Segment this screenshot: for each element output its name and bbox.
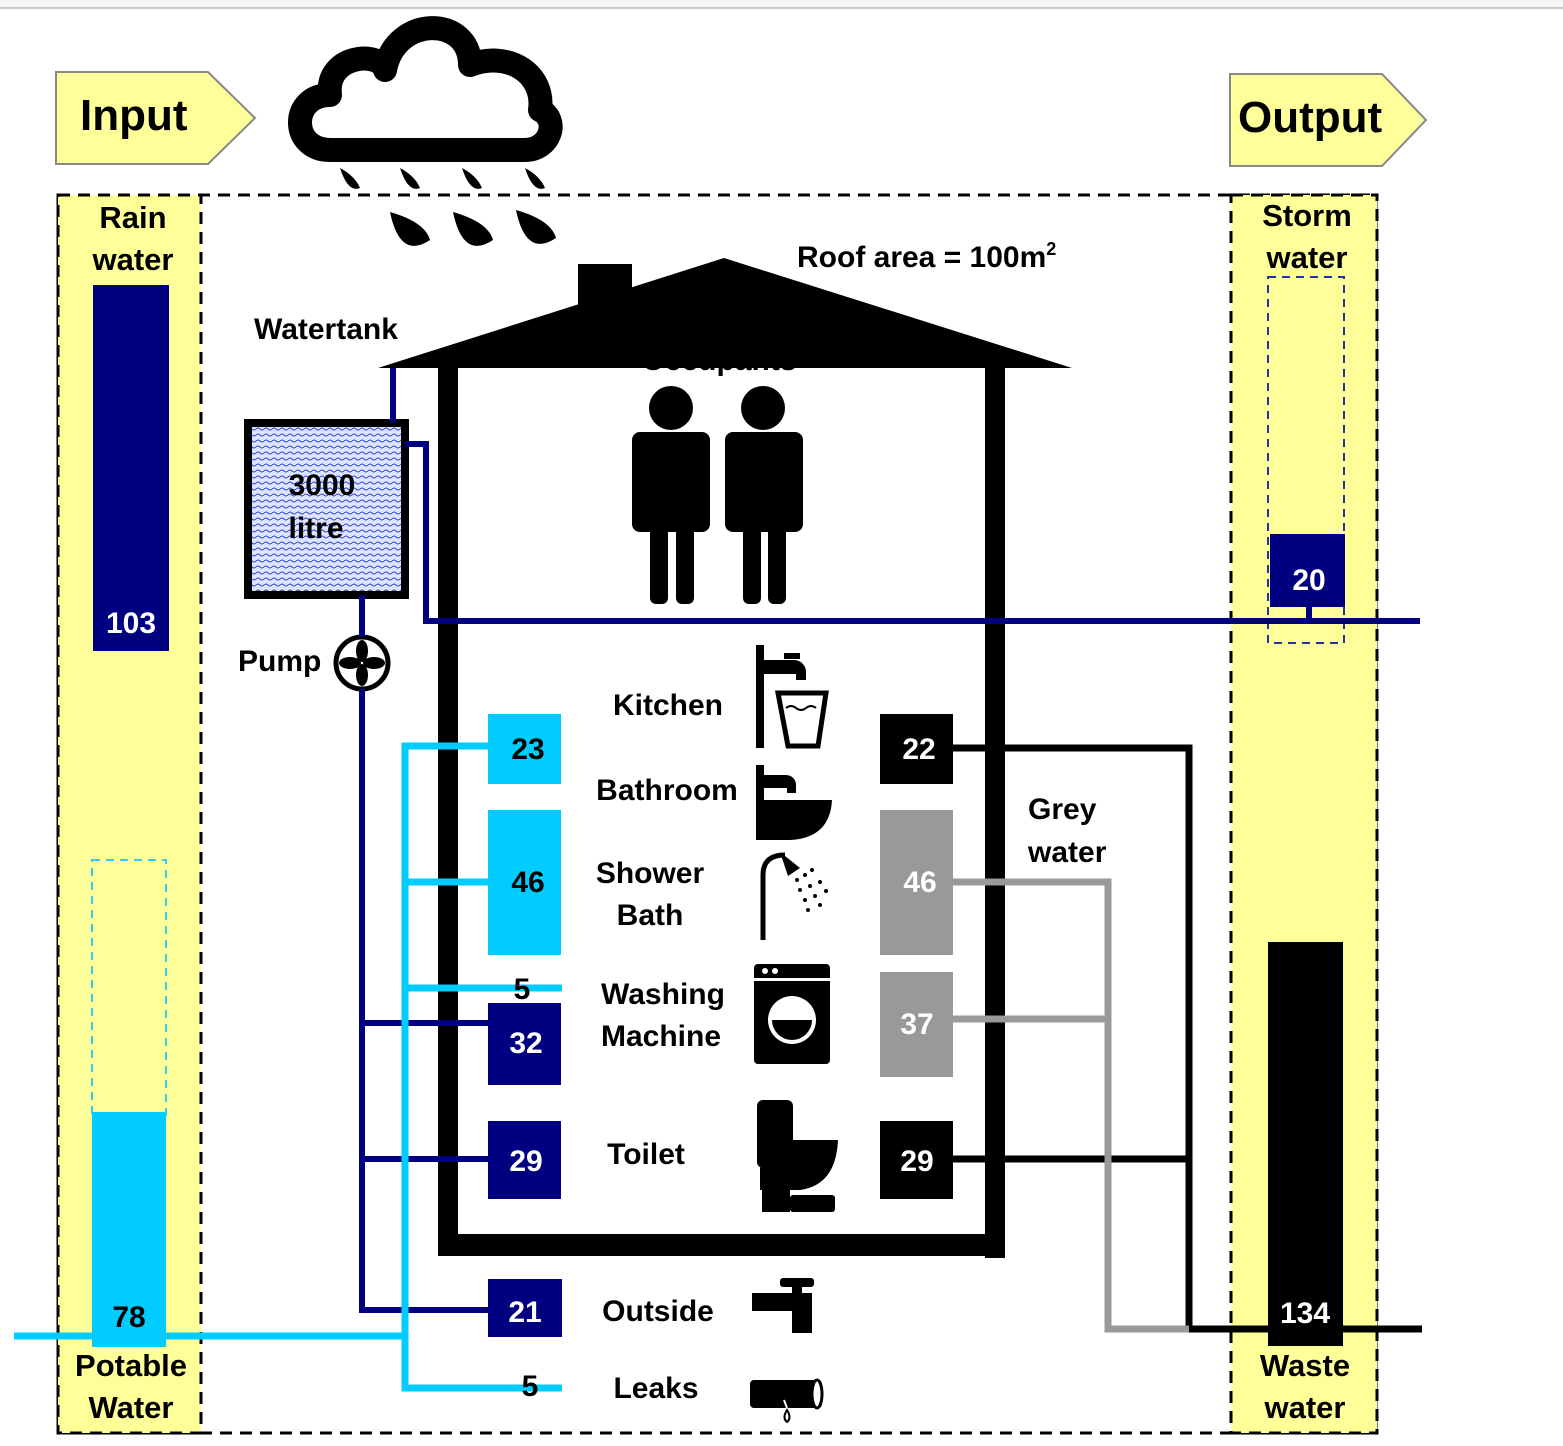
washing-potable-value: 5	[514, 973, 531, 1006]
storm-water-title-1: Storm	[1262, 198, 1352, 233]
input-arrow	[55, 71, 257, 165]
toilet-black-box	[880, 1121, 953, 1199]
rain-water-value: 103	[106, 607, 156, 640]
kitchen-bathroom-black-value: 22	[902, 733, 935, 766]
black-water-pipes	[952, 744, 1422, 1333]
leaks-potable-value: 5	[522, 1370, 539, 1403]
waste-water-bar	[1268, 942, 1343, 1346]
kitchen-label: Kitchen	[613, 689, 723, 722]
outside-rain-value: 21	[508, 1296, 541, 1329]
grey-water-pipes	[952, 878, 1189, 1333]
potable-water-value: 78	[112, 1301, 145, 1334]
washing-rain-value: 32	[509, 1027, 542, 1060]
shower-potable-value: 46	[511, 866, 544, 899]
house-outline	[378, 258, 1072, 1258]
grey-water-label-1: Grey	[1028, 793, 1097, 826]
rain-water-pipes	[359, 368, 1420, 1313]
shower-grey-value: 46	[903, 866, 936, 899]
storm-water-value: 20	[1292, 564, 1325, 597]
outside-tap-icon	[752, 1278, 814, 1333]
rain-water-title-1: Rain	[99, 200, 166, 235]
kitchen-bathroom-potable-value: 23	[511, 733, 544, 766]
input-label: Input	[80, 91, 188, 140]
rain-water-bar	[93, 285, 169, 651]
outside-label: Outside	[602, 1295, 714, 1328]
watertank-capacity-line-1: 3000	[289, 469, 356, 502]
potable-water-pipes	[14, 742, 562, 1392]
watertank-capacity-line-2: litre	[288, 512, 343, 545]
bathroom-sink-icon	[756, 765, 832, 840]
waste-water-title-2: water	[1264, 1390, 1346, 1425]
storm-water-capacity-outline	[1267, 276, 1345, 644]
leaking-pipe-icon	[750, 1378, 824, 1424]
occupants-icon	[632, 386, 803, 604]
washing-grey-value: 37	[900, 1008, 933, 1041]
pump-label: Pump	[238, 645, 321, 678]
roof-area-label: Roof area = 100m2	[797, 239, 1056, 274]
shower-label-1: Shower	[596, 857, 705, 890]
shower-label-2: Bath	[617, 899, 684, 932]
bathroom-label: Bathroom	[596, 774, 738, 807]
rain-water-title-2: water	[92, 242, 174, 277]
grey-water-label-2: water	[1027, 836, 1107, 869]
toilet-black-value: 29	[900, 1145, 933, 1178]
potable-water-title-2: Water	[89, 1390, 174, 1425]
waste-water-title-1: Waste	[1260, 1348, 1350, 1383]
washing-machine-label-1: Washing	[601, 978, 725, 1011]
toilet-rain-value: 29	[509, 1145, 542, 1178]
kitchen-bathroom-black-box	[880, 714, 953, 784]
output-label: Output	[1238, 93, 1383, 142]
output-arrow	[1229, 73, 1428, 167]
top-ruler	[0, 0, 1563, 8]
toilet-rain-box	[488, 1121, 561, 1199]
washing-rain-box	[488, 1003, 561, 1085]
shower-head-icon	[760, 852, 828, 940]
watertank	[244, 419, 409, 599]
potable-water-bar	[92, 1112, 166, 1347]
kitchen-bathroom-potable-box	[488, 714, 561, 784]
pump-icon	[333, 634, 391, 692]
rain-cloud-icon	[288, 16, 563, 246]
shower-potable-box	[488, 810, 561, 955]
leaks-label: Leaks	[613, 1372, 698, 1405]
washing-grey-box	[880, 972, 953, 1077]
watertank-label: Watertank	[254, 313, 398, 346]
washing-machine-label-2: Machine	[601, 1020, 721, 1053]
waste-water-value: 134	[1280, 1297, 1330, 1330]
kitchen-tap-glass-icon	[756, 645, 829, 749]
toilet-icon	[757, 1100, 838, 1212]
potable-water-title-1: Potable	[75, 1348, 187, 1383]
occupants-label: Occupants	[641, 344, 796, 377]
outside-rain-box	[488, 1279, 562, 1337]
toilet-label: Toilet	[607, 1138, 685, 1171]
washing-machine-icon	[754, 964, 830, 1064]
shower-grey-box	[880, 810, 953, 955]
storm-water-title-2: water	[1266, 240, 1348, 275]
storm-water-bar	[1270, 534, 1345, 607]
